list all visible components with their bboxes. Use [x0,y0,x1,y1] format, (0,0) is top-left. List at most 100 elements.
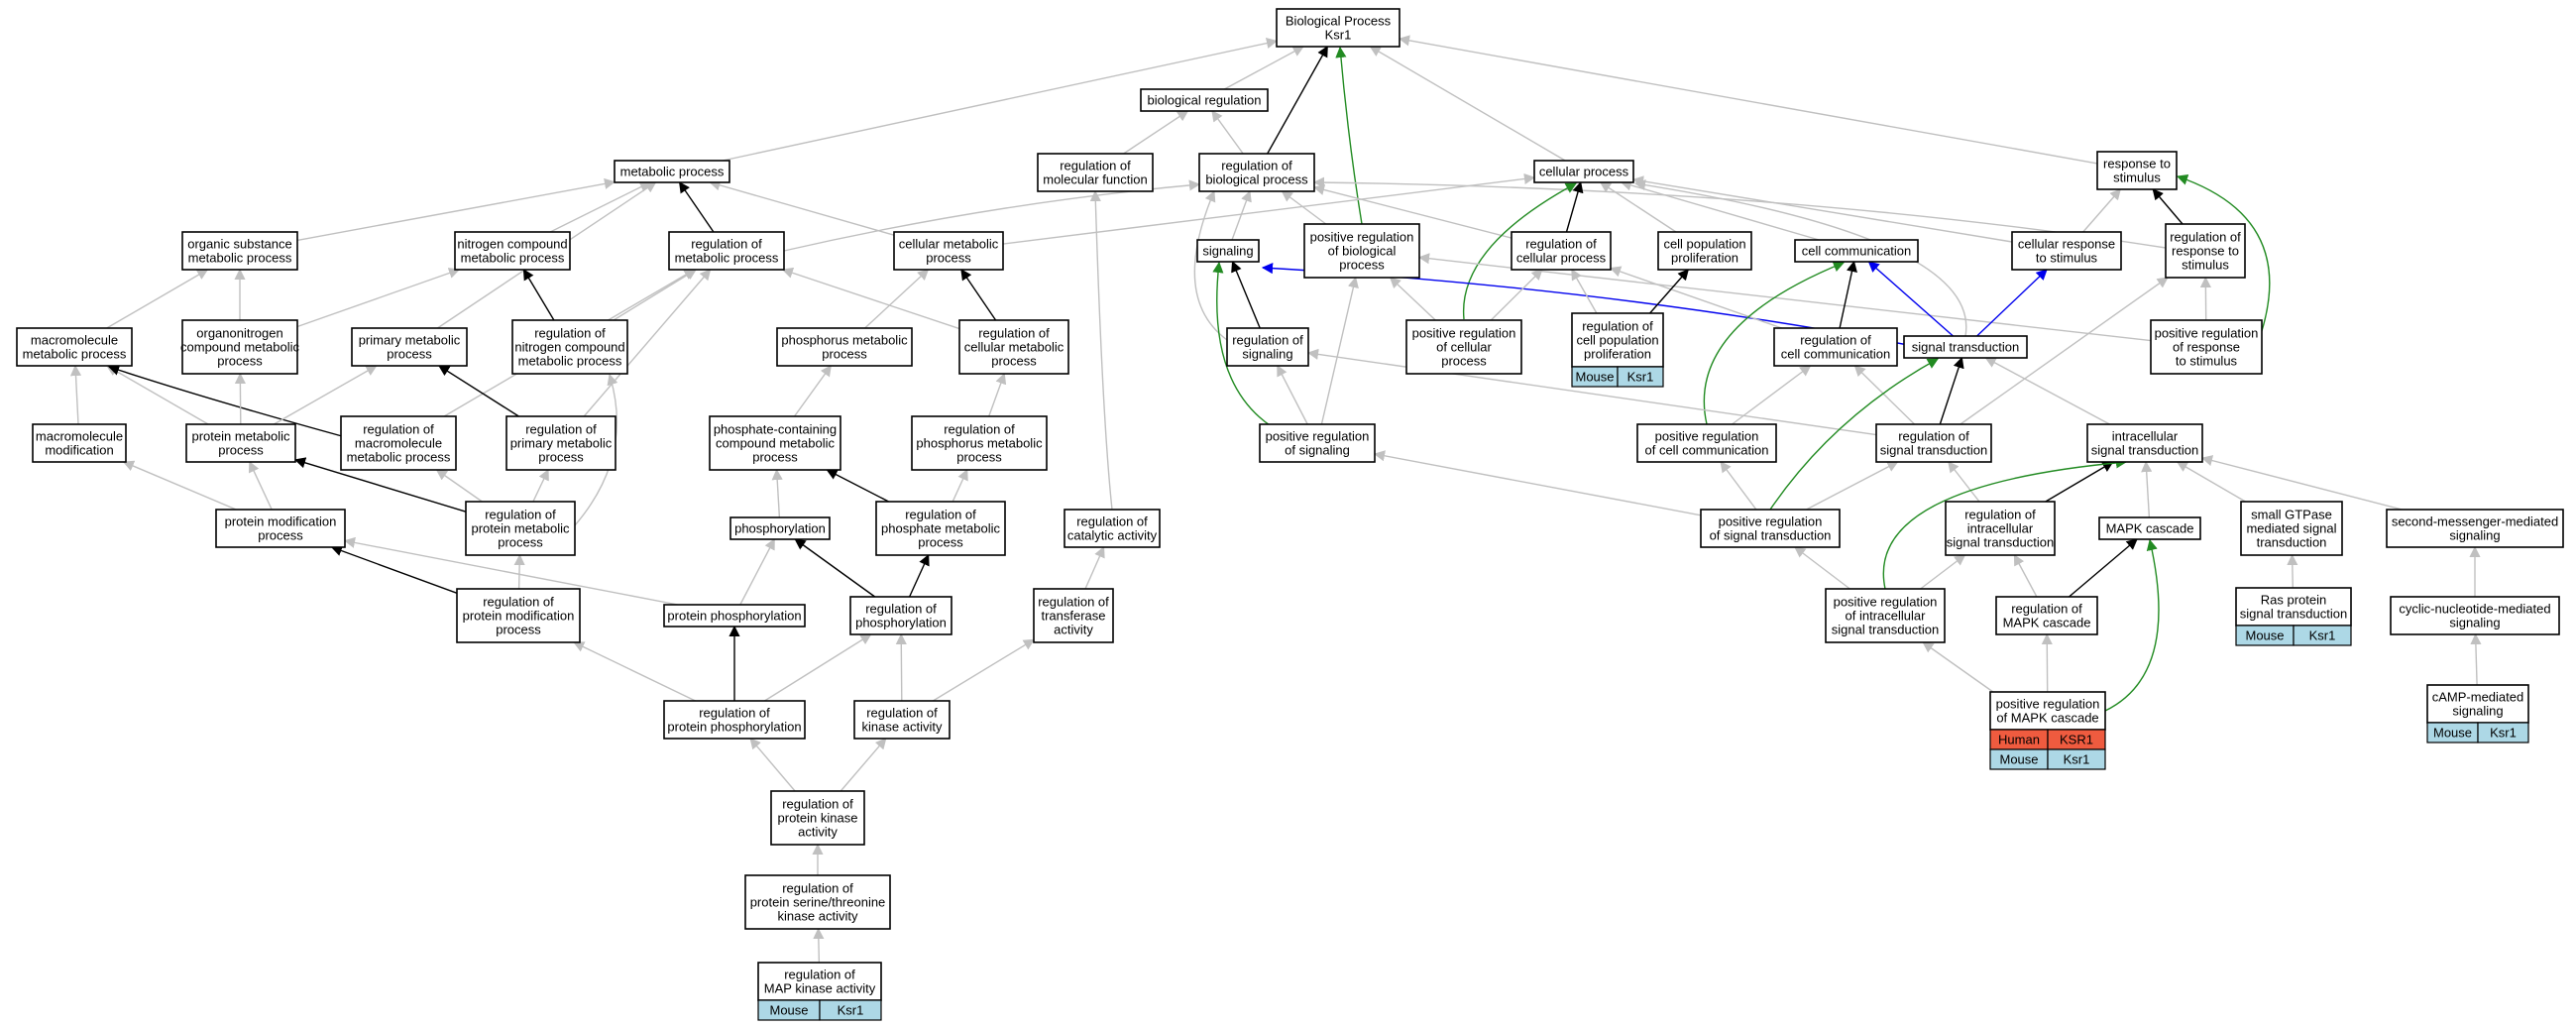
term-label-line: cell population [1663,237,1745,252]
edge-regbio-to-bioreg [1211,110,1244,155]
term-box [2150,319,2263,375]
term-box [1995,596,2098,635]
term-label-line: cAMP-mediated [2432,690,2523,705]
term-box [2098,516,2201,540]
edge-regkinase-to-regtransf [932,638,1035,702]
term-label-line: metabolic process [188,251,292,266]
edge-line [613,269,698,321]
term-label-line: catalytic activity [1067,528,1158,543]
term-box [729,516,831,540]
term-node-bioreg[interactable]: biological regulation [1140,88,1269,112]
term-node-metab[interactable]: metabolic process [614,160,730,183]
edge-regintra-to-intrasig [2045,461,2114,503]
term-label-line: regulation of [866,706,938,721]
edge-line [1703,261,1846,425]
term-node-protphos[interactable]: protein phosphorylation [663,604,806,628]
edge-line [438,365,519,417]
edge-regcellproc-to-regbio [1312,183,1512,239]
edge-line [2470,632,2482,686]
edge-line [1231,189,1252,241]
edge-line [1373,450,1702,516]
term-label-line: phosphorylation [855,616,947,630]
term-node-phosph[interactable]: phosphorylation [729,516,831,540]
term-node-cellcomm[interactable]: cell communication [1794,239,1919,263]
term-node-cellproc[interactable]: cellular process [1533,160,1634,183]
edge-camp-to-cyclic [2470,632,2482,686]
term-label-line: phosphorylation [734,521,826,536]
term-label-line: of response [2173,340,2240,355]
edge-posregbio-to-bp [1335,46,1363,225]
term-label-line: response to [2172,244,2239,259]
term-label-line: cellular response [2018,237,2115,252]
term-box [1037,153,1154,192]
term-node-sigtrans[interactable]: signal transduction [1903,335,2028,359]
species-label: Mouse [1999,752,2038,767]
edge-regcellcomm-to-cellcomm [1839,260,1857,329]
edge-regtransf-to-regcatal [1084,545,1105,590]
term-node-mapk[interactable]: MAPK cascade [2098,516,2201,540]
edge-line [1620,179,1820,241]
gene-cell [2477,722,2529,743]
edge-regmetab-to-metab [678,181,715,233]
term-node-signaling[interactable]: signaling [1196,239,1260,263]
term-label-line: regulation of [534,326,606,341]
